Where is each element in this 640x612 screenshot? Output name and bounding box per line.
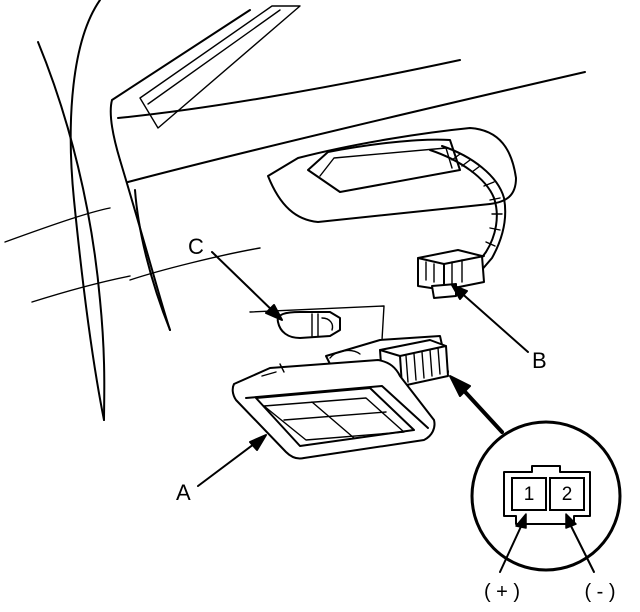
installation-guide-lines [249,305,385,341]
terminal-1-cavity [511,477,547,511]
roof-light-opening [267,127,517,223]
label-a: A [176,480,191,505]
lamp-housing-a [231,359,436,460]
terminal-1-number: 1 [524,484,535,505]
roof-interior-outline [4,0,586,421]
label-c: C [188,234,204,259]
lamp-socket [325,335,449,387]
label-b: B [532,348,547,373]
polarity-negative: ( - ) [584,581,615,603]
terminal-2-number: 2 [562,484,573,505]
harness-connector-b [417,249,485,299]
polarity-positive: ( + ) [484,581,520,603]
terminal-2-cavity [549,477,585,511]
harness-wire [429,145,507,273]
connector-body [503,465,591,525]
leader-arrows [197,251,529,487]
connector-terminal-view: 1 2 [470,420,622,573]
bulb-c [276,311,341,339]
